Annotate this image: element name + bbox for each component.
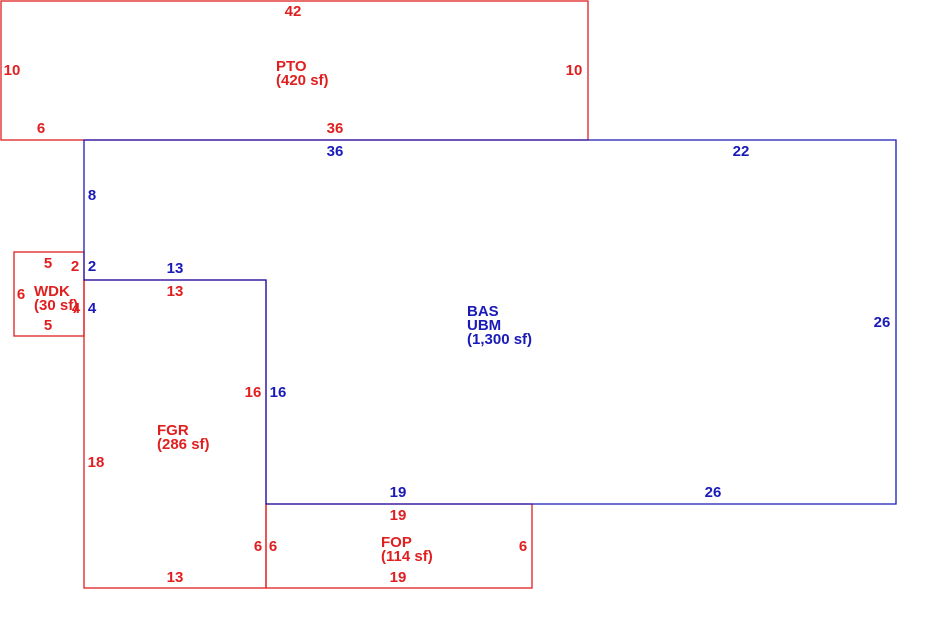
dim-wdk-bottom: 5 <box>44 317 52 334</box>
dim-fgr-left: 18 <box>88 454 105 471</box>
fop-size: (114 sf) <box>381 548 433 565</box>
fgr-code: FGR <box>157 422 189 439</box>
dim-bas-bottom-right: 26 <box>705 484 722 501</box>
dim-bas-inner-top: 13 <box>167 260 184 277</box>
fop-code: FOP <box>381 534 412 551</box>
dim-fgr-right-low: 6 <box>254 538 262 555</box>
dim-bas-inner-vertical: 16 <box>270 384 287 401</box>
dim-fop-top: 19 <box>390 507 407 524</box>
fgr-size: (286 sf) <box>157 436 210 453</box>
dim-wdk-right-blue: 4 <box>88 300 97 317</box>
dim-bas-left-short: 2 <box>88 258 96 275</box>
dim-bas-right: 26 <box>874 314 891 331</box>
dim-wdk-right: 4 <box>72 300 81 317</box>
dim-fop-right: 6 <box>519 538 527 555</box>
dim-bas-top-right: 22 <box>733 143 750 160</box>
bas-size: (1,300 sf) <box>467 331 532 348</box>
dim-fop-left: 6 <box>269 538 277 555</box>
dim-wdk-left: 6 <box>17 286 25 303</box>
dim-pto-left: 10 <box>4 62 21 79</box>
dim-pto-bottom: 36 <box>327 120 344 137</box>
dim-bas-bottom-left: 19 <box>390 484 407 501</box>
dim-pto-right: 10 <box>566 62 583 79</box>
dim-pto-bottom-left: 6 <box>37 120 45 137</box>
dim-fgr-right: 16 <box>245 384 262 401</box>
bas-code2: UBM <box>467 317 501 334</box>
dim-pto-top: 42 <box>285 3 302 20</box>
dim-fop-bottom: 19 <box>390 569 407 586</box>
wdk-size: (30 sf) <box>34 297 78 314</box>
dim-fgr-bottom: 13 <box>167 569 184 586</box>
dim-bas-top-left: 36 <box>327 143 344 160</box>
dim-bas-left-upper: 8 <box>88 187 96 204</box>
dim-wdk-top: 5 <box>44 255 52 272</box>
pto-size: (420 sf) <box>276 72 329 89</box>
dim-wdk-right-top: 2 <box>71 258 79 275</box>
bas-code: BAS <box>467 303 499 320</box>
wdk-code: WDK <box>34 283 70 300</box>
bas-outline <box>83 139 897 505</box>
pto-code: PTO <box>276 58 307 75</box>
dim-fgr-top: 13 <box>167 283 184 300</box>
